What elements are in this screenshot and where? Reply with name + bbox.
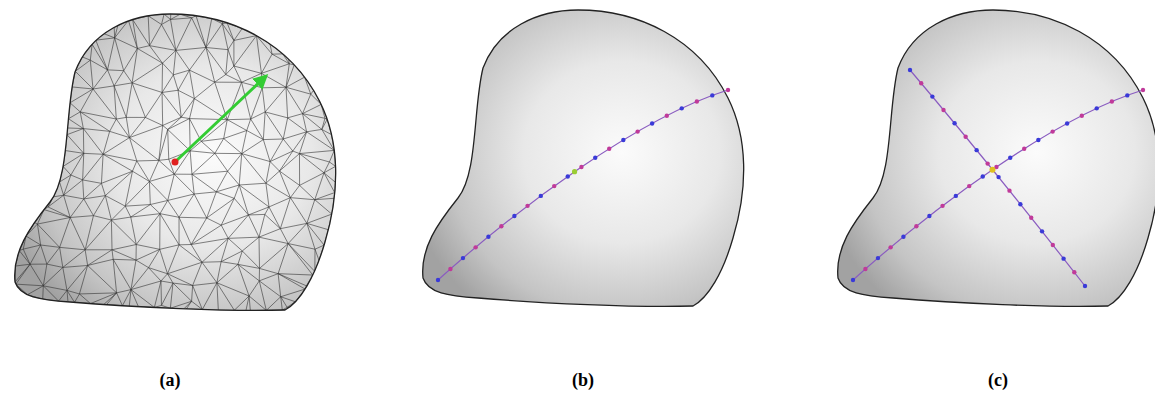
sample-dot (1065, 121, 1069, 125)
sample-dot (621, 138, 625, 142)
sample-dot (974, 148, 978, 152)
sample-dot (1036, 138, 1040, 142)
sample-dot (1040, 229, 1044, 233)
sample-dot (952, 121, 956, 125)
sample-dot (967, 184, 971, 188)
surface (423, 10, 744, 306)
sample-dot (954, 194, 958, 198)
panel-label: (a) (130, 369, 210, 391)
cross-panel (838, 10, 1155, 306)
sample-dot (680, 106, 684, 110)
seed-point (172, 159, 179, 166)
sample-dot (851, 278, 855, 282)
sample-dot (461, 256, 465, 260)
direction-arrow (175, 76, 266, 162)
outline (838, 10, 1155, 306)
triangle-mesh (0, 0, 338, 317)
sample-dot (726, 88, 730, 92)
sample-dot (473, 245, 477, 249)
mesh-panel (0, 0, 338, 317)
sample-dot (1080, 113, 1084, 117)
sample-dot (1095, 106, 1099, 110)
sample-dot (919, 81, 923, 85)
sample-dot (940, 204, 944, 208)
sample-dot (963, 135, 967, 139)
sample-dot (635, 129, 639, 133)
sample-dot (1061, 256, 1065, 260)
surface (838, 10, 1155, 306)
sample-dot (552, 184, 556, 188)
sample-dot (927, 214, 931, 218)
sample-dot (1018, 202, 1022, 206)
sample-dot (486, 235, 490, 239)
sample-dot (908, 68, 912, 72)
sample-dot (981, 174, 985, 178)
geodesic-line (853, 90, 1143, 280)
sample-dot (665, 113, 669, 117)
sample-dot (1125, 93, 1129, 97)
sample-dot (1029, 216, 1033, 220)
sample-dot (539, 194, 543, 198)
sample-dot (985, 161, 989, 165)
panel-label: (c) (958, 369, 1038, 391)
sample-dot (593, 156, 597, 160)
sample-dot (1051, 243, 1055, 247)
sample-dot (710, 93, 714, 97)
sample-dot (888, 245, 892, 249)
sample-dot (914, 224, 918, 228)
outline (423, 10, 744, 306)
sample-dot (901, 235, 905, 239)
intersection-dot (989, 167, 995, 173)
sample-dot (499, 224, 503, 228)
panel-label: (b) (543, 369, 623, 391)
center-dot (572, 169, 577, 174)
sample-dot (1022, 147, 1026, 151)
sample-dot (607, 147, 611, 151)
sample-dot (566, 174, 570, 178)
sample-dot (1007, 188, 1011, 192)
geodesic-line (438, 90, 728, 280)
sample-dot (650, 121, 654, 125)
sample-dot (1141, 88, 1145, 92)
sample-dot (941, 108, 945, 112)
sample-dot (525, 204, 529, 208)
geodesic-line (910, 70, 1085, 286)
outline (15, 14, 336, 310)
sample-dot (579, 165, 583, 169)
sample-dot (863, 267, 867, 271)
geodesic-panel (423, 10, 744, 306)
sample-dot (695, 99, 699, 103)
sample-dot (876, 256, 880, 260)
sample-dot (996, 175, 1000, 179)
sample-dot (930, 94, 934, 98)
sample-dot (1072, 270, 1076, 274)
sample-dot (1008, 156, 1012, 160)
sample-dot (448, 267, 452, 271)
sample-dot (512, 214, 516, 218)
sample-dot (1050, 129, 1054, 133)
sample-dot (1083, 284, 1087, 288)
sample-dot (436, 278, 440, 282)
sample-dot (1110, 99, 1114, 103)
